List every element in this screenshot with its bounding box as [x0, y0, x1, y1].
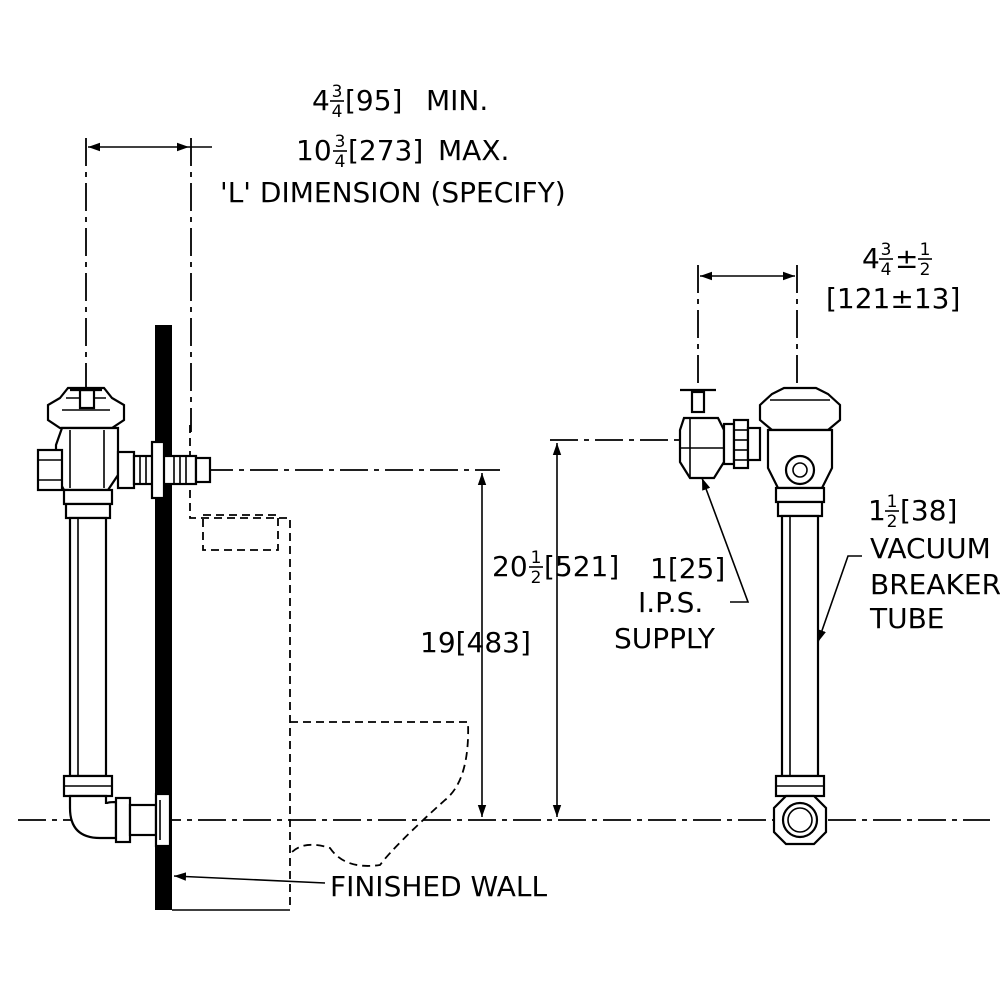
vacuum-breaker-tube	[780, 514, 820, 778]
vb-tube: TUBE	[869, 602, 945, 635]
dimension-lines	[88, 142, 795, 817]
l-dimension-label: 4 3 4 [95] MIN. 10 3 4 [273] MAX. 'L' DI…	[220, 82, 566, 209]
height-19-label: 19[483]	[420, 626, 531, 659]
vb-whole: 1	[868, 494, 886, 527]
l-max-den: 4	[335, 152, 346, 172]
vb-metric: [38]	[900, 494, 957, 527]
height-20-den: 2	[531, 568, 542, 588]
supply-ips: I.P.S.	[638, 586, 703, 619]
right-offset-whole: 4	[862, 242, 880, 275]
l-min-whole: 4	[312, 84, 330, 117]
left-valve-body	[54, 426, 120, 492]
l-max-suffix: MAX.	[438, 134, 509, 167]
l-max-num: 3	[335, 132, 346, 152]
vacuum-breaker-leader	[817, 555, 862, 643]
right-offset-label: 4 3 4 ± 1 2 [121±13]	[826, 240, 960, 315]
right-offset-pm: ±	[895, 242, 918, 275]
right-offset-tol-den: 2	[920, 260, 931, 280]
height-20-num: 1	[531, 548, 542, 568]
centerlines	[18, 138, 990, 821]
toilet-outline	[172, 425, 470, 911]
height-20-whole: 20	[492, 550, 528, 583]
vb-breaker: BREAKER	[870, 568, 1000, 601]
vacuum-breaker-callout: 1 1 2 [38] VACUUM BREAKER TUBE	[868, 492, 1000, 635]
right-flushometer	[678, 386, 842, 846]
height-20-label: 20 1 2 [521]	[492, 548, 619, 588]
supply-callout: 1[25] I.P.S. SUPPLY	[614, 552, 725, 655]
l-dimension-caption: 'L' DIMENSION (SPECIFY)	[220, 176, 566, 209]
l-min-den: 4	[332, 102, 343, 122]
supply-leader	[701, 477, 750, 603]
l-min-num: 3	[332, 82, 343, 102]
l-max-metric: [273]	[348, 134, 423, 167]
vb-vacuum: VACUUM	[870, 532, 991, 565]
right-valve-cap	[758, 386, 842, 432]
height-20-metric: [521]	[544, 550, 619, 583]
right-offset-num: 3	[881, 240, 892, 260]
l-max-whole: 10	[296, 134, 332, 167]
l-min-suffix: MIN.	[426, 84, 488, 117]
finished-wall-leader	[173, 872, 326, 884]
right-offset-metric: [121±13]	[826, 282, 960, 315]
right-valve-handle-port	[784, 454, 816, 486]
vb-num: 1	[887, 492, 898, 512]
left-flushometer	[36, 386, 212, 848]
supply-size: 1[25]	[650, 552, 725, 585]
vb-den: 2	[887, 512, 898, 532]
l-min-metric: [95]	[345, 84, 402, 117]
left-handle-nut	[36, 448, 64, 492]
leaders	[173, 477, 862, 884]
right-offset-den: 4	[881, 260, 892, 280]
finished-wall-label: FINISHED WALL	[330, 870, 547, 903]
right-offset-tol-num: 1	[920, 240, 931, 260]
left-supply-elbow	[68, 794, 118, 840]
supply-word: SUPPLY	[614, 622, 716, 655]
left-supply-pipe	[68, 516, 108, 778]
